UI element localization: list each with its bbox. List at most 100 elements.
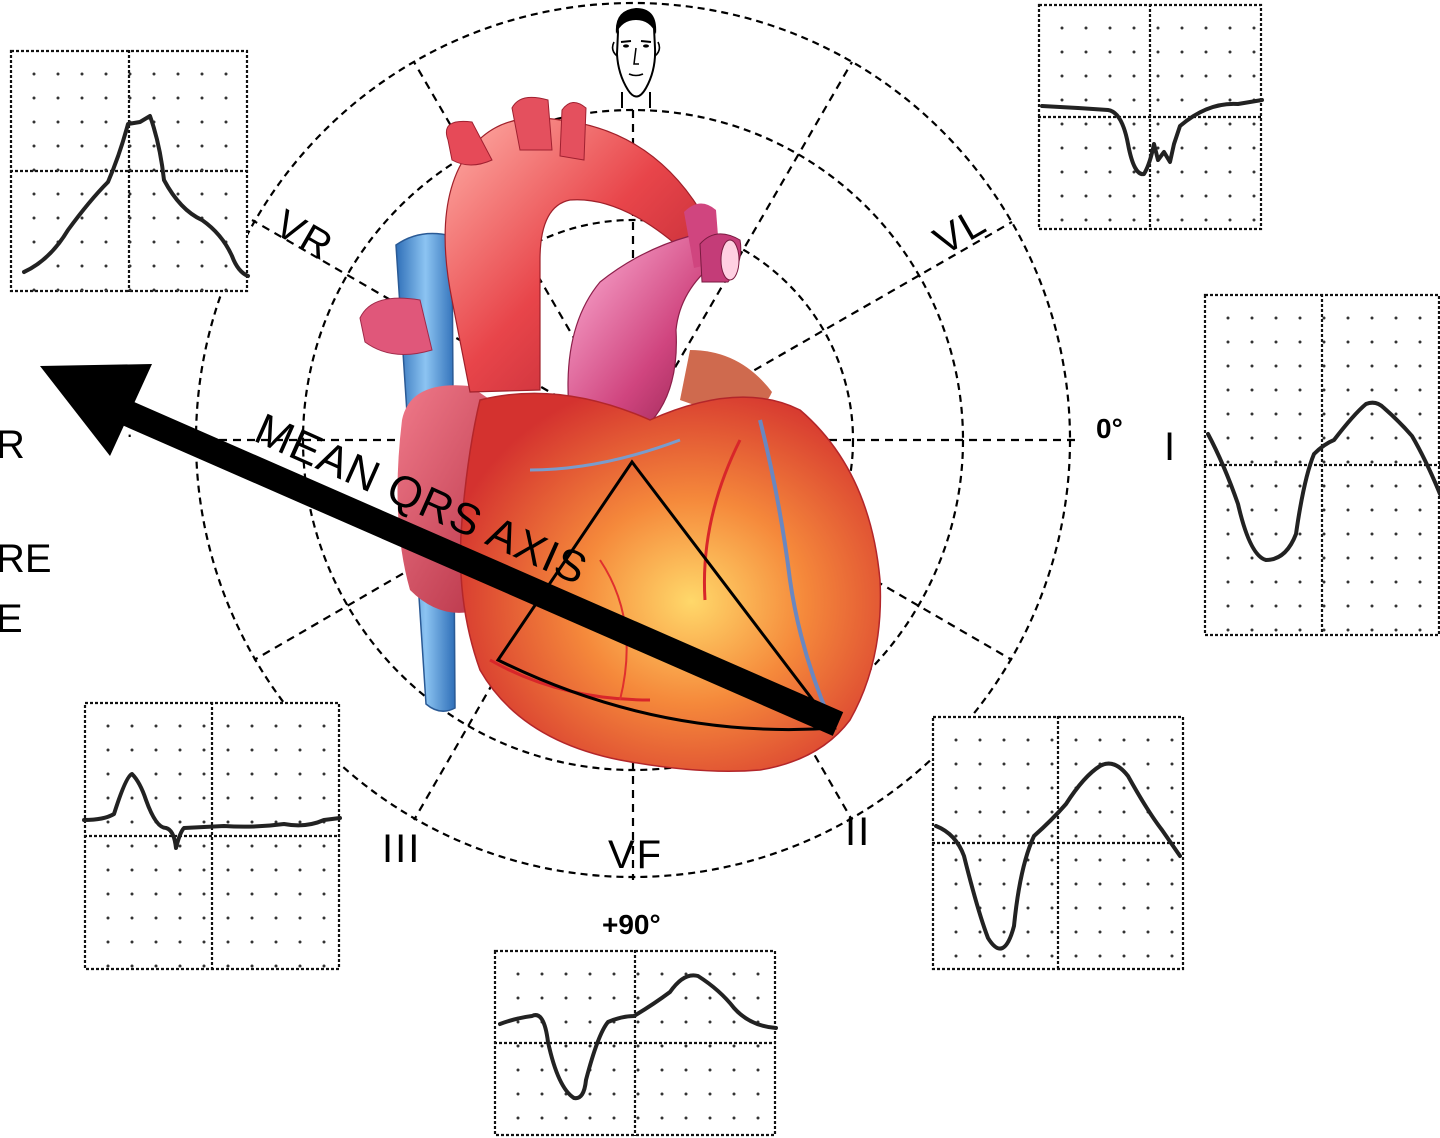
ecg-grid-dot [1251,629,1254,632]
edge-text-fragment: · [126,422,133,447]
ecg-grid-dot [1371,341,1374,344]
ecg-grid-dot [227,773,230,776]
ecg-grid-dot [1419,341,1422,344]
ecg-grid-dot [589,973,592,976]
ecg-grid-dot [1275,413,1278,416]
ecg-grid-dot [1275,581,1278,584]
ecg-grid-dot [129,217,132,220]
ecg-grid-dot [637,1093,640,1096]
ecg-grid-dot [1133,27,1136,30]
lead-label-vl: VL [927,199,995,264]
ecg-grid-dot [1003,931,1006,934]
ecg-grid-dot [1099,931,1102,934]
ecg-grid-dot [201,169,204,172]
ecg-grid-dot [153,241,156,244]
ecg-grid-dot [33,97,36,100]
ecg-grid-dot [1027,763,1030,766]
ecg-grid-dot [1109,123,1112,126]
ecg-grid-dot [517,973,520,976]
ecg-grid-dot [1027,811,1030,814]
ecg-grid-dot [131,797,134,800]
ecg-panel-i [1204,294,1440,636]
ecg-grid-dot [1323,365,1326,368]
ecg-grid-dot [1371,413,1374,416]
ecg-grid-dot [1227,461,1230,464]
ecg-grid-dot [1205,51,1208,54]
ecg-grid-dot [323,725,326,728]
ecg-grid-dot [1323,629,1326,632]
ecg-grid-dot [1419,317,1422,320]
ecg-grid-dot [251,941,254,944]
ecg-grid-dot [1123,835,1126,838]
ecg-grid-dot [129,265,132,268]
ecg-grid-dot [225,265,228,268]
ecg-grid-dot [105,97,108,100]
ecg-grid-dot [1227,437,1230,440]
ecg-grid-dot [1347,581,1350,584]
ecg-grid-dot [1419,533,1422,536]
ecg-grid-dot [1347,341,1350,344]
ecg-grid-dot [685,1117,688,1120]
ecg-grid-dot [1061,195,1064,198]
ecg-grid-dot [1147,907,1150,910]
ecg-grid-dot [155,917,158,920]
ecg-grid-dot [955,763,958,766]
ecg-grid-dot [1075,955,1078,958]
ecg-grid-dot [1275,317,1278,320]
ecg-grid-dot [1323,485,1326,488]
ecg-grid-dot [1027,883,1030,886]
ecg-grid-dot [565,1117,568,1120]
ecg-grid-dot [955,859,958,862]
ecg-grid-dot [107,725,110,728]
ecg-grid-dot [201,289,204,292]
ecg-grid-dot [323,845,326,848]
ecg-grid-dot [1181,51,1184,54]
ecg-grid-dot [1109,27,1112,30]
ecg-grid-dot [1003,859,1006,862]
ecg-grid-dot [57,121,60,124]
ecg-grid-dot [613,1069,616,1072]
ecg-grid-dot [1227,365,1230,368]
ecg-grid-dot [201,121,204,124]
ecg-panel-vr [10,50,248,292]
ecg-grid-dot [177,289,180,292]
ecg-grid-dot [1227,629,1230,632]
ecg-grid-dot [57,73,60,76]
ecg-grid-dot [153,289,156,292]
ecg-grid-dot [225,217,228,220]
ecg-grid-dot [709,1021,712,1024]
ecg-grid-dot [1299,629,1302,632]
ecg-grid-dot [275,749,278,752]
ecg-grid-dot [1003,763,1006,766]
ecg-grid-dot [1061,51,1064,54]
ecg-grid-dot [179,725,182,728]
ecg-grid-dot [1109,147,1112,150]
ecg-grid-dot [1395,317,1398,320]
ecg-grid-dot [613,1093,616,1096]
ecg-grid-dot [203,965,206,968]
ecg-grid-dot [1027,739,1030,742]
ecg-grid-dot [1251,485,1254,488]
ecg-grid-dot [733,1117,736,1120]
ecg-grid-dot [1251,533,1254,536]
ecg-grid-dot [955,811,958,814]
ecg-grid-dot [227,821,230,824]
ecg-grid-dot [979,787,982,790]
ecg-grid-dot [1229,75,1232,78]
ecg-grid-dot [1147,739,1150,742]
ecg-grid-dot [637,1045,640,1048]
edge-text-line1: R [0,423,25,467]
ecg-grid-dot [225,121,228,124]
ecg-grid-dot [251,749,254,752]
ecg-grid-dot [1205,27,1208,30]
ecg-grid-dot [323,917,326,920]
ecg-grid-dot [1051,955,1054,958]
ecg-grid-dot [1419,437,1422,440]
ecg-grid-dot [1371,557,1374,560]
ecg-panel-vf [494,950,776,1136]
ecg-grid-dot [1275,605,1278,608]
ecg-grid-dot [1395,461,1398,464]
ecg-grid-dot [1299,461,1302,464]
ecg-grid-dot [1157,195,1160,198]
ecg-grid-dot [1251,413,1254,416]
